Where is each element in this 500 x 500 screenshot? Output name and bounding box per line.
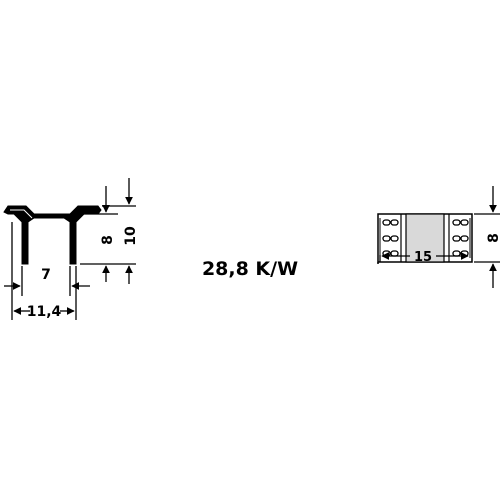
profile-dim-lines [4, 178, 136, 320]
topview-center-pad [405, 213, 445, 263]
profile-outline [3, 205, 102, 265]
dim-height-outer-label: 10 [123, 226, 139, 246]
heatsink-topview [377, 213, 473, 263]
dim-inner-width-label: 7 [41, 267, 51, 283]
thermal-resistance-label: 28,8 K/W [201, 258, 299, 280]
topview-dim-lines [377, 186, 500, 288]
heatsink-profile [3, 205, 102, 265]
dim-height-label: 8 [486, 233, 500, 243]
dim-height-inner-label: 8 [100, 235, 116, 245]
dim-outer-width-label: 11,4 [27, 304, 62, 320]
dim-length-label: 15 [414, 250, 432, 265]
